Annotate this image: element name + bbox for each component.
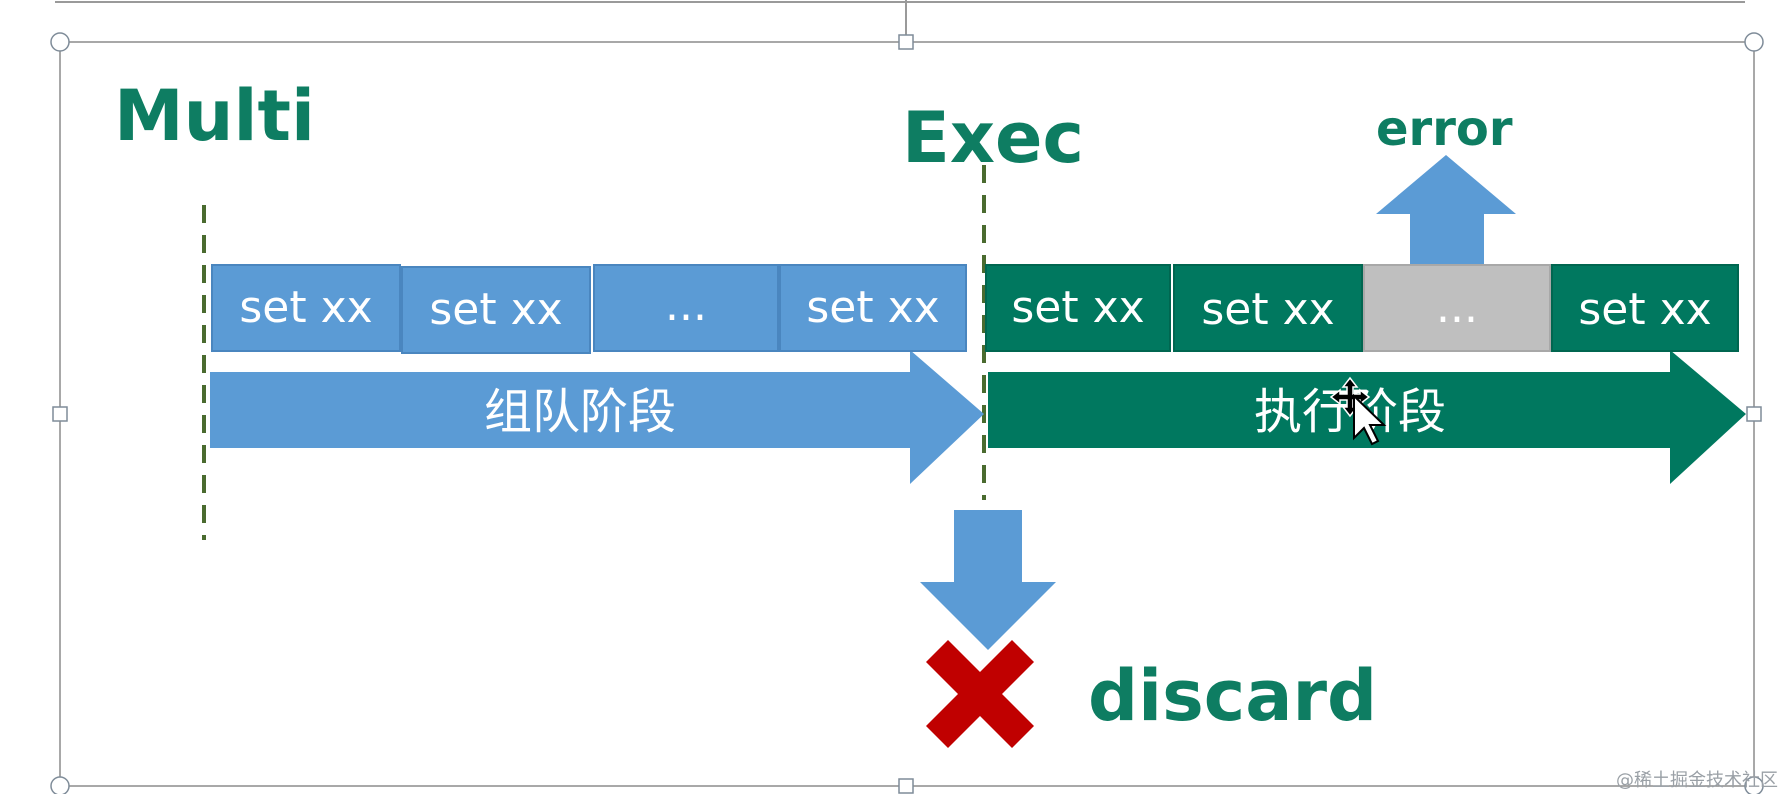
queue-command-box — [593, 264, 779, 352]
queue-phase-label: 组队阶段 — [484, 384, 676, 440]
discard-label: discard — [1088, 655, 1377, 737]
resize-handle-top-right[interactable] — [1744, 32, 1764, 52]
exec-label: Exec — [902, 97, 1084, 179]
queue-phase-arrow — [210, 350, 984, 484]
move-cursor-icon — [1329, 376, 1387, 446]
exec-command-box — [985, 264, 1171, 352]
resize-handle-right[interactable] — [1746, 406, 1762, 422]
queue-command-box — [401, 266, 591, 354]
exec-command-box — [1173, 264, 1363, 352]
arrow-down-icon — [920, 510, 1056, 650]
resize-handle-bottom[interactable] — [898, 778, 914, 794]
resize-handle-bottom-left[interactable] — [50, 776, 70, 794]
arrow-up-icon — [1376, 155, 1516, 265]
queue-command-label: ... — [665, 280, 707, 331]
resize-handle-bottom-right[interactable] — [1744, 776, 1764, 794]
exec-command-label: set xx — [1201, 284, 1334, 335]
queue-command-label: set xx — [429, 284, 562, 335]
multi-label: Multi — [114, 75, 315, 157]
x-mark-icon — [926, 640, 1034, 748]
queue-command-box — [211, 264, 401, 352]
queue-command-box — [779, 264, 967, 352]
resize-handle-top-left[interactable] — [50, 32, 70, 52]
resize-handle-top[interactable] — [898, 34, 914, 50]
exec-command-row: set xx set xx ... set xx — [985, 264, 1739, 352]
queue-command-row: set xx set xx ... set xx — [211, 264, 967, 354]
resize-handle-left[interactable] — [52, 406, 68, 422]
exec-command-label: ... — [1436, 282, 1478, 333]
queue-command-label: set xx — [239, 282, 372, 333]
exec-command-label: set xx — [1578, 284, 1711, 335]
queue-command-label: set xx — [806, 282, 939, 333]
exec-command-box — [1551, 264, 1739, 352]
exec-command-label: set xx — [1011, 282, 1144, 333]
watermark: @稀土掘金技术社区 — [1616, 770, 1778, 791]
exec-command-box-failed — [1363, 264, 1551, 352]
error-label: error — [1376, 101, 1513, 157]
